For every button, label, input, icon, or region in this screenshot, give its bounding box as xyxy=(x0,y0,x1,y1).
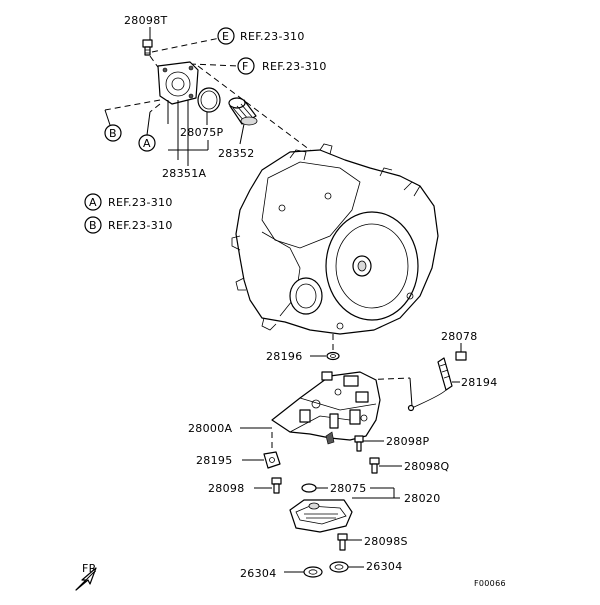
label-28075: 28075 xyxy=(330,482,367,495)
bolt-28098Q[interactable] xyxy=(369,457,380,474)
harness-28194[interactable] xyxy=(407,357,453,412)
filter-28352[interactable] xyxy=(228,97,258,126)
ref-E-text: REF.23-310 xyxy=(240,30,305,43)
ref-E-letter: E xyxy=(222,30,229,43)
washer-26304-left[interactable] xyxy=(303,566,323,578)
cover-housing-28351A[interactable] xyxy=(157,61,199,105)
label-26304-right: 26304 xyxy=(366,560,403,573)
bolt-28098P[interactable] xyxy=(354,435,364,452)
ref-F-letter: F xyxy=(242,60,249,73)
figure-id: F00066 xyxy=(474,579,506,588)
callout-A-letter: A xyxy=(143,137,151,150)
ref-B-text: REF.23-310 xyxy=(108,219,173,232)
label-28098: 28098 xyxy=(208,482,245,495)
label-28075P: 28075P xyxy=(180,126,223,139)
gasket-28196[interactable] xyxy=(326,351,340,361)
bolt-28098T[interactable] xyxy=(142,39,153,56)
ref-E-circle xyxy=(217,27,235,45)
callout-B-letter: B xyxy=(109,127,117,140)
label-28196: 28196 xyxy=(266,350,303,363)
ref-A-text: REF.23-310 xyxy=(108,196,173,209)
transmission-case[interactable] xyxy=(231,143,439,335)
ref-F-circle xyxy=(237,57,255,75)
label-28351A: 28351A xyxy=(162,167,206,180)
label-28194: 28194 xyxy=(461,376,498,389)
callout-B-circle xyxy=(104,124,122,142)
front-direction-arrow: FR xyxy=(75,562,97,591)
label-28098S: 28098S xyxy=(364,535,408,548)
label-28000A: 28000A xyxy=(188,422,232,435)
bracket-28195[interactable] xyxy=(263,451,281,469)
label-28078: 28078 xyxy=(441,330,478,343)
label-28352: 28352 xyxy=(218,147,255,160)
label-28098T: 28098T xyxy=(124,14,168,27)
washer-26304-right[interactable] xyxy=(329,561,349,573)
o-ring-28075P[interactable] xyxy=(197,87,221,113)
callout-A-circle xyxy=(138,134,156,152)
label-26304-left: 26304 xyxy=(240,567,277,580)
label-28098P: 28098P xyxy=(386,435,429,448)
label-28098Q: 28098Q xyxy=(404,460,449,473)
ref-B-letter: B xyxy=(89,219,97,232)
label-28195: 28195 xyxy=(196,454,233,467)
ref-A-letter: A xyxy=(89,196,97,209)
ref-F-text: REF.23-310 xyxy=(262,60,327,73)
strainer-28020[interactable] xyxy=(289,499,353,533)
clip-28078[interactable] xyxy=(455,351,467,361)
label-28020: 28020 xyxy=(404,492,441,505)
valve-body-28000A[interactable] xyxy=(271,371,381,445)
bolt-28098[interactable] xyxy=(271,477,282,494)
ref-B-circle xyxy=(84,216,102,234)
o-ring-28075[interactable] xyxy=(301,483,317,493)
ref-A-circle xyxy=(84,193,102,211)
bolt-28098S[interactable] xyxy=(337,533,348,551)
